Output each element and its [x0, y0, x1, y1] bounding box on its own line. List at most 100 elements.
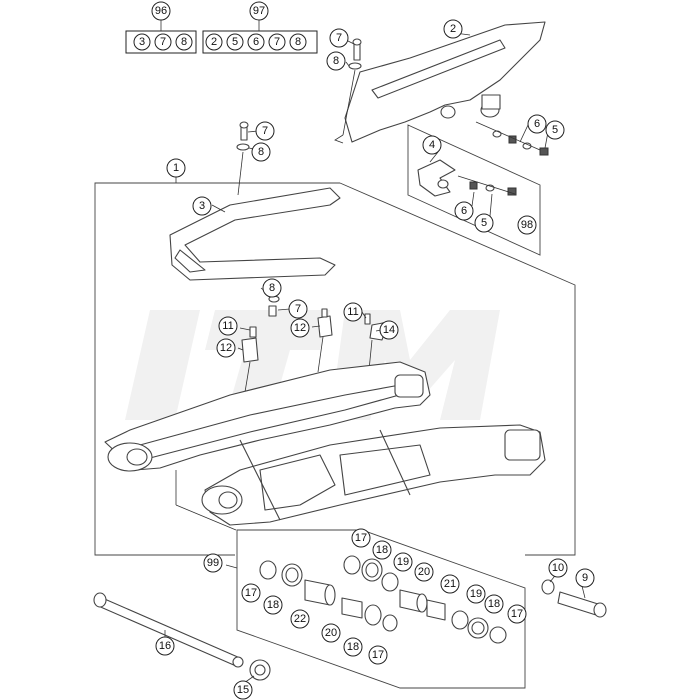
callout-c17b: 17: [241, 583, 261, 603]
callout-c6b: 6: [454, 201, 474, 221]
callout-number: 8: [258, 146, 264, 158]
callout-number: 5: [552, 124, 558, 136]
leader-clamp-mid: [317, 336, 324, 373]
callout-circle: [466, 584, 486, 604]
callout-number: 17: [511, 608, 523, 620]
callout-c10: 10: [548, 558, 568, 578]
callout-number: 18: [347, 641, 359, 653]
callout-circle: [343, 637, 363, 657]
callout-c8c: 8: [262, 278, 282, 298]
callout-c98: 98: [517, 215, 537, 235]
callout-number: 12: [220, 342, 232, 354]
callout-circle: [548, 558, 568, 578]
callout-number: 17: [245, 587, 257, 599]
swingarm-group-outline-right: [339, 182, 576, 556]
callout-number: 12: [294, 322, 306, 334]
clamp-left: [241, 326, 259, 363]
callout-circle: [422, 135, 442, 155]
leader-6b: [471, 191, 475, 207]
callout-circle: [192, 196, 212, 216]
callout-number: 18: [376, 544, 388, 556]
callout-number: 19: [470, 588, 482, 600]
kit-item-number: 6: [253, 36, 259, 48]
callout-circle: [321, 623, 341, 643]
callout-number: 18: [267, 599, 279, 611]
callout-circle: [288, 299, 308, 319]
callout-circle: [255, 121, 275, 141]
callout-number: 9: [582, 572, 588, 584]
callout-number: 7: [336, 32, 342, 44]
callout-circle: [233, 680, 253, 700]
callout-circle: [262, 278, 282, 298]
callout-number: 4: [429, 139, 435, 151]
callout-number: 20: [325, 627, 337, 639]
kit-item-bubble: 3: [133, 33, 151, 51]
leader-12a: [237, 347, 244, 351]
leader-top-arrow: [334, 134, 344, 144]
bearing-parts: [259, 555, 507, 644]
callout-c17a: 17: [351, 528, 371, 548]
axle-bolt: [541, 579, 607, 618]
kit-item-bubble: 5: [226, 33, 244, 51]
callout-c12b: 12: [290, 318, 310, 338]
callout-number: 20: [418, 566, 430, 578]
kit-item-number: 7: [160, 36, 166, 48]
callout-c8b: 8: [251, 142, 271, 162]
callout-c19b: 19: [466, 584, 486, 604]
callout-number: 17: [355, 532, 367, 544]
leader-4: [429, 151, 439, 163]
callout-c99: 99: [203, 553, 223, 573]
callout-c14: 14: [379, 320, 399, 340]
leader-99: [225, 564, 238, 569]
callout-number: 2: [450, 23, 456, 35]
kit-number: 96: [155, 5, 167, 17]
callout-c17d: 17: [368, 645, 388, 665]
leader-pivot-kit: [175, 504, 237, 531]
callout-c21: 21: [440, 574, 460, 594]
callout-circle: [575, 568, 595, 588]
callout-c18b: 18: [263, 595, 283, 615]
chain-guard-fasteners-upper: [492, 130, 549, 156]
callout-c17c: 17: [507, 604, 527, 624]
callout-c22: 22: [290, 609, 310, 629]
kit-number-bubble: 97: [249, 1, 269, 21]
callout-circle: [251, 142, 271, 162]
callout-c5a: 5: [545, 120, 565, 140]
callout-number: 17: [372, 649, 384, 661]
callout-c7a: 7: [329, 28, 349, 48]
callout-c11a: 11: [218, 316, 238, 336]
leader-12b: [311, 325, 321, 328]
callout-number: 11: [222, 320, 233, 332]
callout-circle: [290, 609, 310, 629]
callout-circle: [440, 574, 460, 594]
callout-number: 7: [262, 125, 268, 137]
callout-number: 98: [521, 219, 533, 231]
callout-circle: [454, 201, 474, 221]
callout-circle: [263, 595, 283, 615]
kit-item-number: 8: [181, 36, 187, 48]
kit-item-number: 8: [295, 36, 301, 48]
kit-item-number: 2: [211, 36, 217, 48]
callout-c4: 4: [422, 135, 442, 155]
callout-c7c: 7: [288, 299, 308, 319]
callout-c20b: 20: [321, 623, 341, 643]
callout-number: 22: [294, 613, 306, 625]
kit-item-bubble: 7: [268, 33, 286, 51]
callout-c2: 2: [443, 19, 463, 39]
kit-item-bubble: 2: [205, 33, 223, 51]
leader-slider-screw: [237, 151, 244, 196]
callout-circle: [203, 553, 223, 573]
callout-c9: 9: [575, 568, 595, 588]
callout-circle: [545, 120, 565, 140]
callout-number: 19: [397, 556, 409, 568]
pivot-bolt: [93, 592, 244, 668]
chain-guide-piece: [417, 159, 517, 197]
callout-c19a: 19: [393, 552, 413, 572]
callout-circle: [166, 158, 186, 178]
swingarm: [104, 361, 546, 526]
callout-c7b: 7: [255, 121, 275, 141]
callout-number: 7: [295, 303, 301, 315]
swingarm-group-outline: [94, 182, 340, 556]
leader-top-assembly: [342, 69, 356, 136]
callout-number: 15: [237, 684, 249, 696]
